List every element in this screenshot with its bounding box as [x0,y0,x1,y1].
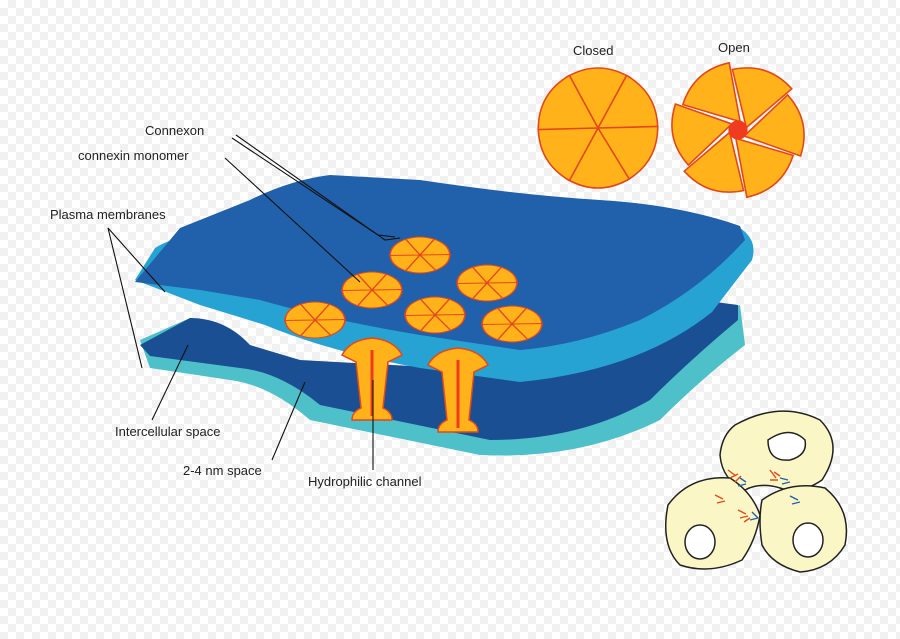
connexin-monomer [456,266,489,284]
closed-label: Closed [573,43,613,58]
cell-left-nucleus [684,524,716,560]
connexin-monomer [341,273,374,291]
connexin-monomer-label: connexin monomer [78,148,189,163]
connexin-monomer [404,298,437,316]
junction-marks [714,469,801,523]
hydrophilic-channel-1 [340,337,404,421]
connexin-monomer [734,137,795,199]
nm-space-label: 2-4 nm space [183,463,262,478]
connexin-monomer [683,130,745,193]
connexin-monomer [389,238,422,256]
membrane-connexon-1 [389,236,451,274]
membrane-connexon-2 [341,271,403,309]
membrane-connexon-4 [284,301,346,339]
connexin-monomer [537,74,600,131]
connexin-monomer [731,67,793,130]
intercellular-space-label: Intercellular space [115,424,221,439]
cell-left [665,476,761,570]
open-pore [728,120,748,140]
hydrophilic-channel-label: Hydrophilic channel [308,474,422,489]
connexin-monomer [671,103,734,167]
membrane-connexon-3 [456,264,518,302]
upper-membrane-edge [135,228,754,382]
leader-lines [107,134,401,470]
membrane-connexon-5 [404,296,466,334]
cell-top-nucleus [767,431,807,461]
hydrophilic-channel-2 [426,347,490,433]
membrane-connexon-6 [481,305,543,343]
open-connexon-flower [671,61,805,199]
connexon-label: Connexon [145,123,204,138]
closed-connexon-flower [537,67,659,189]
open-label: Open [718,40,750,55]
open-connexon [671,61,805,199]
cell-cluster [665,410,848,573]
closed-connexon [537,67,659,189]
cell-right-nucleus [792,522,824,558]
plasma-membranes-label: Plasma membranes [50,207,166,222]
connexin-monomer [681,61,742,123]
connexin-monomer [284,303,317,321]
connexons-group [284,236,543,343]
connexin-monomer [481,307,514,325]
connexin-monomer [742,93,805,157]
